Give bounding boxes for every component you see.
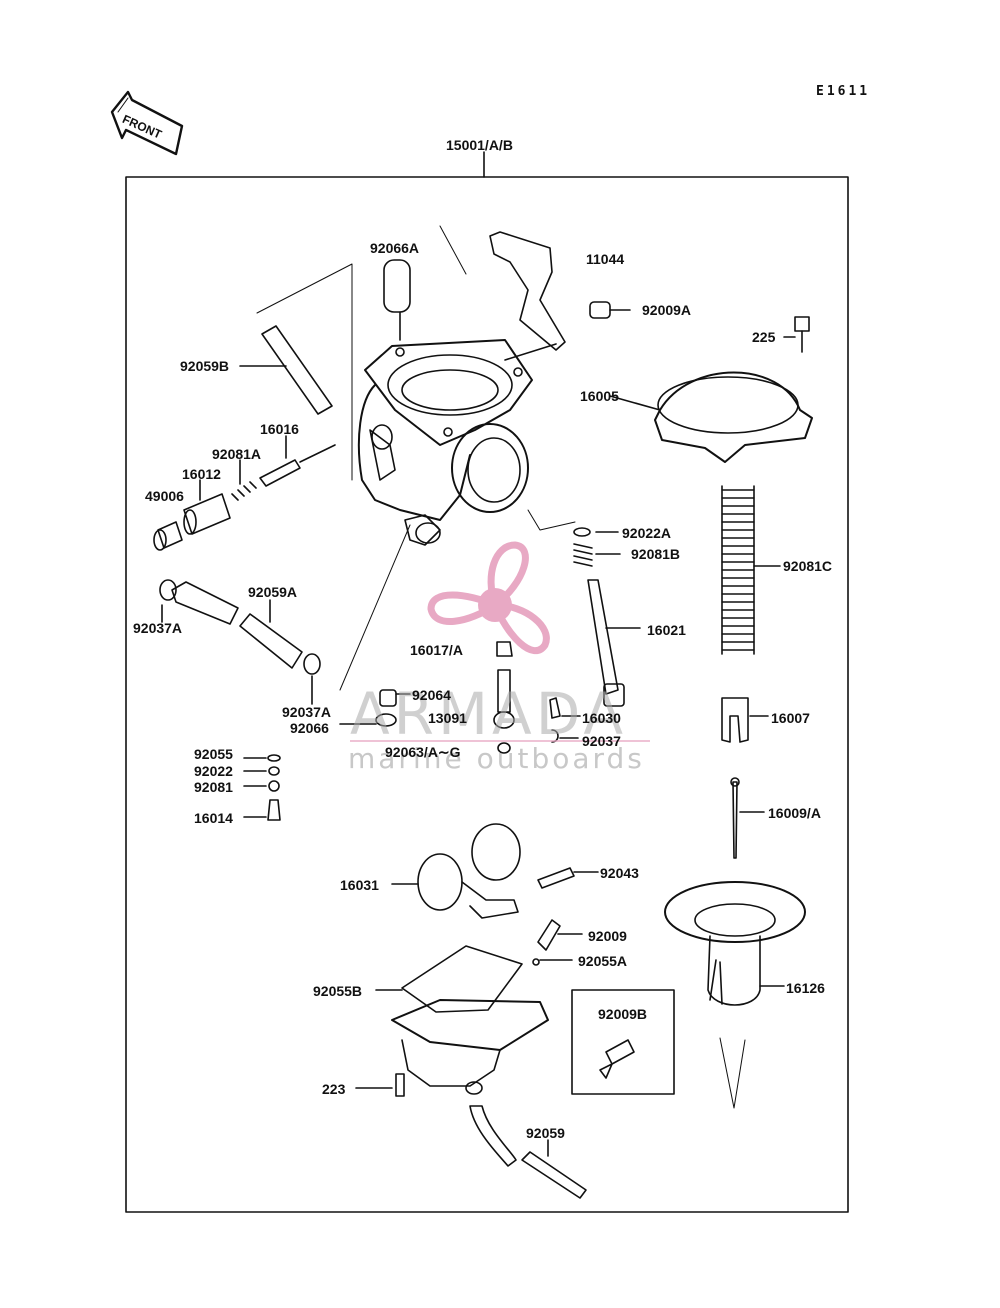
part-label-16016: 16016 [260,421,299,437]
diagram-code: E1611 [816,84,871,99]
part-92059A-hoses [159,579,321,705]
part-label-92043: 92043 [600,865,639,881]
part-label-92066: 92066 [290,720,329,736]
part-label-16007: 16007 [771,710,810,726]
part-label-16017a: 16017/A [410,642,463,658]
part-92064-92066 [339,689,411,727]
part-16007-holder [721,697,769,743]
part-label-16005: 16005 [580,388,619,404]
part-92009A-screw [589,301,631,319]
part-label-16021: 16021 [647,622,686,638]
front-arrow-icon [110,90,184,156]
part-label-92055: 92055 [194,746,233,762]
part-label-92037: 92037 [582,733,621,749]
part-92022A-92081B [573,527,621,567]
propeller-logo-icon [427,541,550,655]
part-label-16009a: 16009/A [768,805,821,821]
part-label-16030: 16030 [582,710,621,726]
watermark-tagline: marine outboards [348,742,645,775]
part-label-92009a: 92009A [642,302,692,318]
part-label-225: 225 [752,329,776,345]
part-label-92037a-top: 92037A [133,620,183,636]
part-label-92066a: 92066A [370,240,420,256]
part-label-92059: 92059 [526,1125,565,1141]
part-label-92064: 92064 [412,687,451,703]
watermark-brand: ARMADA [350,680,628,748]
perspective-lines [256,225,746,1109]
part-label-92059a: 92059A [248,584,298,600]
part-16009A-jet-needle [730,777,765,859]
part-label-92081: 92081 [194,779,233,795]
part-16005-cover [609,371,813,463]
part-label-11044: 11044 [586,251,625,267]
part-label-92009b: 92009B [598,1006,648,1022]
part-92059B-tube [239,325,333,415]
part-92009-92055A [532,919,583,966]
part-label-92009: 92009 [588,928,627,944]
part-label-92081c: 92081C [783,558,833,574]
part-label-92063: 92063/A∼G [385,744,461,760]
part-label-92055a: 92055A [578,953,628,969]
part-label-92055b: 92055B [313,983,363,999]
part-label-16031: 16031 [340,877,379,893]
part-label-16126: 16126 [786,980,825,996]
part-label-92081a: 92081A [212,446,262,462]
part-label-92022a: 92022A [622,525,672,541]
part-16031-float [391,823,521,919]
assembly-frame [125,151,849,1213]
watermark-divider [350,740,650,742]
part-label-16012: 16012 [182,466,221,482]
part-16016-16012-49006 [153,435,336,551]
part-92043-pin [537,867,599,889]
part-16021-needle [587,579,641,707]
part-label-92037a-bot: 92037A [282,704,332,720]
part-label-92059b: 92059B [180,358,230,374]
carburetor-body [357,339,533,546]
assembly-label: 15001/A/B [446,137,513,153]
part-label-223: 223 [322,1081,346,1097]
part-float-bowl [355,945,549,1097]
part-small-stack [243,754,281,821]
part-92059-drain-hose [469,1105,587,1199]
part-label-92081b: 92081B [631,546,681,562]
part-92009B-inset [571,989,675,1095]
part-label-49006: 49006 [145,488,184,504]
part-jets [493,641,581,754]
part-label-13091: 13091 [428,710,467,726]
part-16126-diaphragm [664,881,806,1006]
part-92081C-spring [721,485,781,655]
part-11044-bracket [489,231,566,361]
part-92066A-cap [383,259,411,341]
part-225-screw [783,316,810,353]
part-label-16014: 16014 [194,810,233,826]
part-label-92022: 92022 [194,763,233,779]
